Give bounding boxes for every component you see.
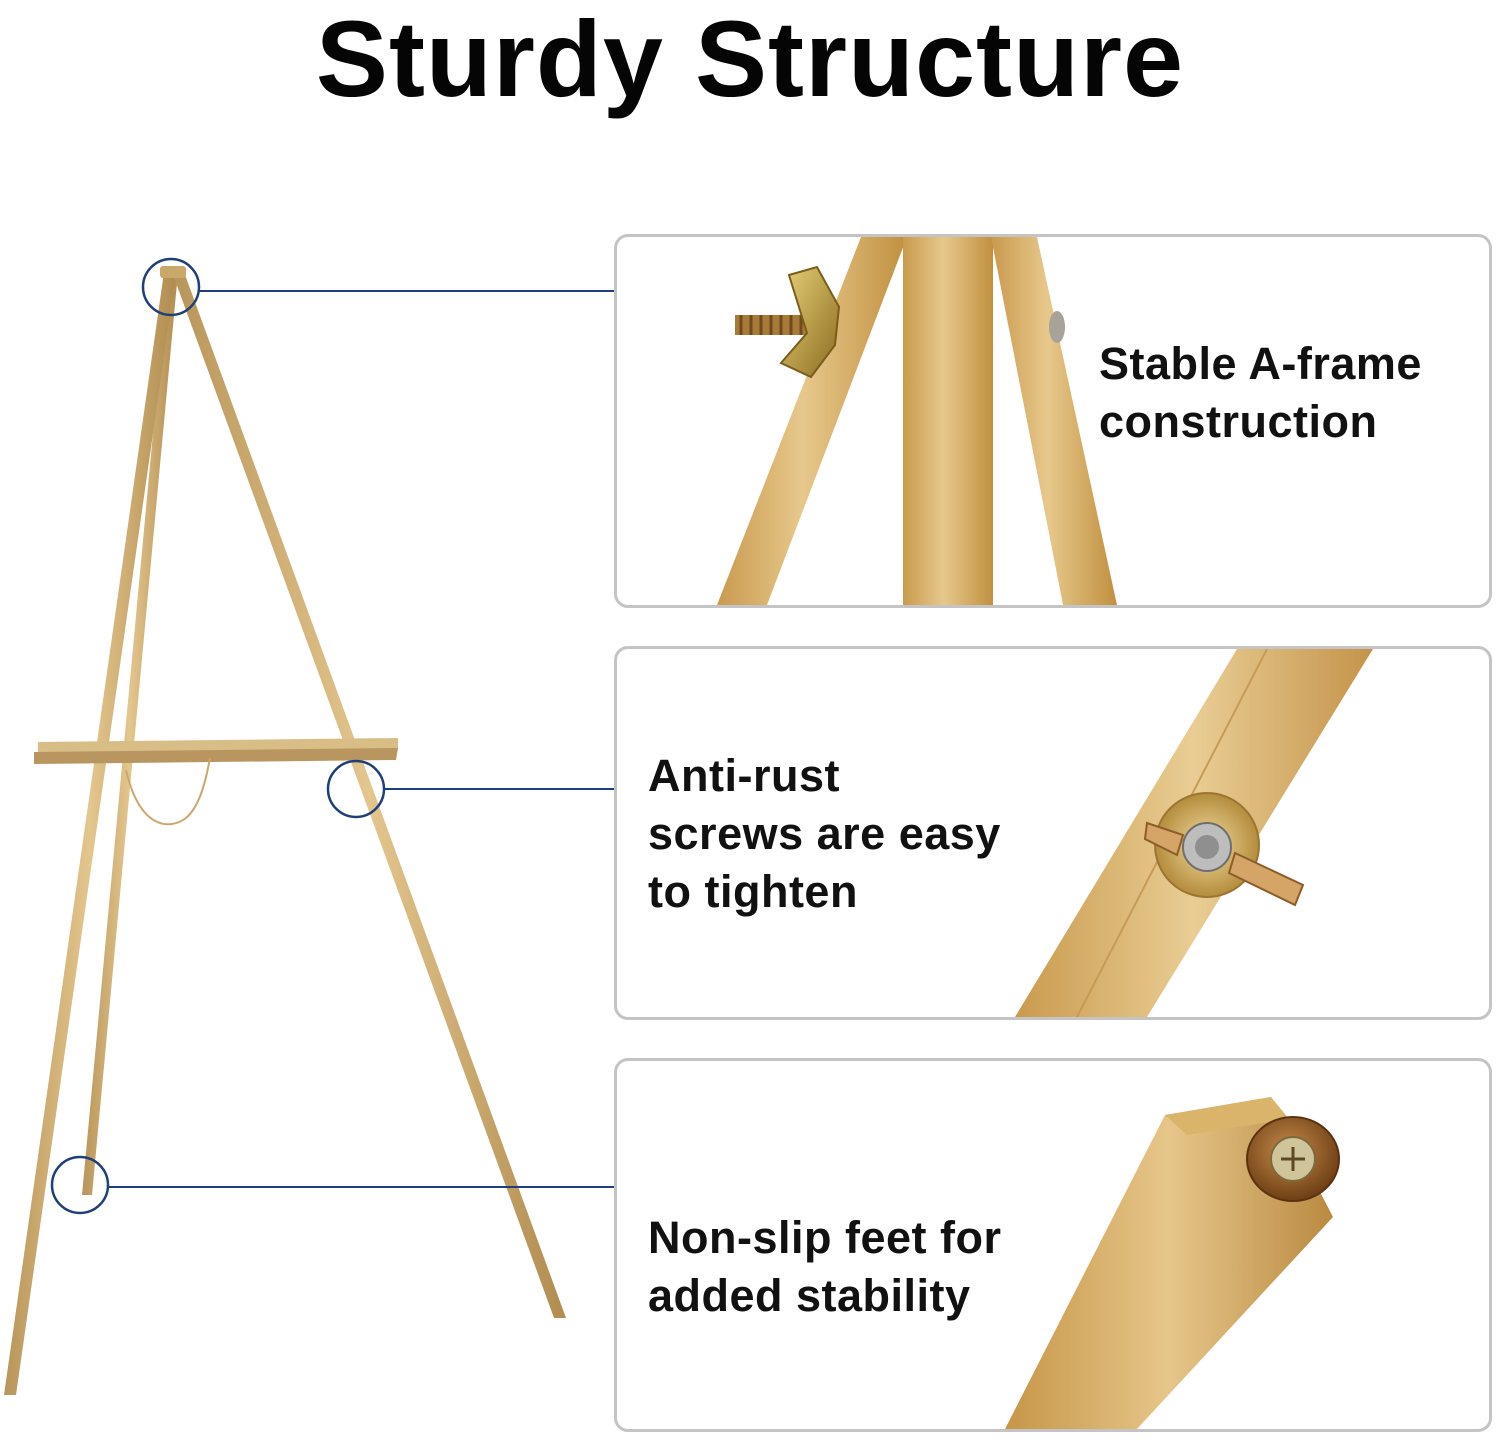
feature-panel-feet: Non-slip feet for added stability bbox=[614, 1058, 1492, 1432]
easel-back-leg bbox=[82, 272, 178, 1195]
caption-line: to tighten bbox=[648, 866, 858, 917]
caption-line: Stable A-frame bbox=[1099, 338, 1422, 389]
caption-line: Non-slip feet for bbox=[648, 1212, 1002, 1263]
feature-caption-feet: Non-slip feet for added stability bbox=[648, 1209, 1002, 1325]
wing-screw-icon bbox=[1015, 649, 1373, 1017]
wing-nut-joint-icon bbox=[717, 237, 1117, 605]
caption-line: screws are easy bbox=[648, 808, 1001, 859]
callout-circle-top bbox=[141, 257, 201, 317]
callout-circle-bottom bbox=[50, 1155, 110, 1215]
feature-panel-a-frame: Stable A-frame construction bbox=[614, 234, 1492, 608]
caption-line: construction bbox=[1099, 396, 1378, 447]
easel-top-cap bbox=[160, 266, 186, 278]
caption-line: added stability bbox=[648, 1270, 971, 1321]
easel-left-leg bbox=[4, 272, 176, 1395]
feature-caption-a-frame: Stable A-frame construction bbox=[1099, 335, 1422, 451]
easel-right-leg bbox=[172, 272, 566, 1318]
page-title: Sturdy Structure bbox=[315, 0, 1185, 119]
easel-chain bbox=[125, 757, 211, 826]
feature-panel-screws: Anti-rust screws are easy to tighten bbox=[614, 646, 1492, 1020]
rubber-foot-icon bbox=[1005, 1097, 1340, 1429]
feature-caption-screws: Anti-rust screws are easy to tighten bbox=[648, 747, 1001, 921]
caption-line: Anti-rust bbox=[648, 750, 840, 801]
